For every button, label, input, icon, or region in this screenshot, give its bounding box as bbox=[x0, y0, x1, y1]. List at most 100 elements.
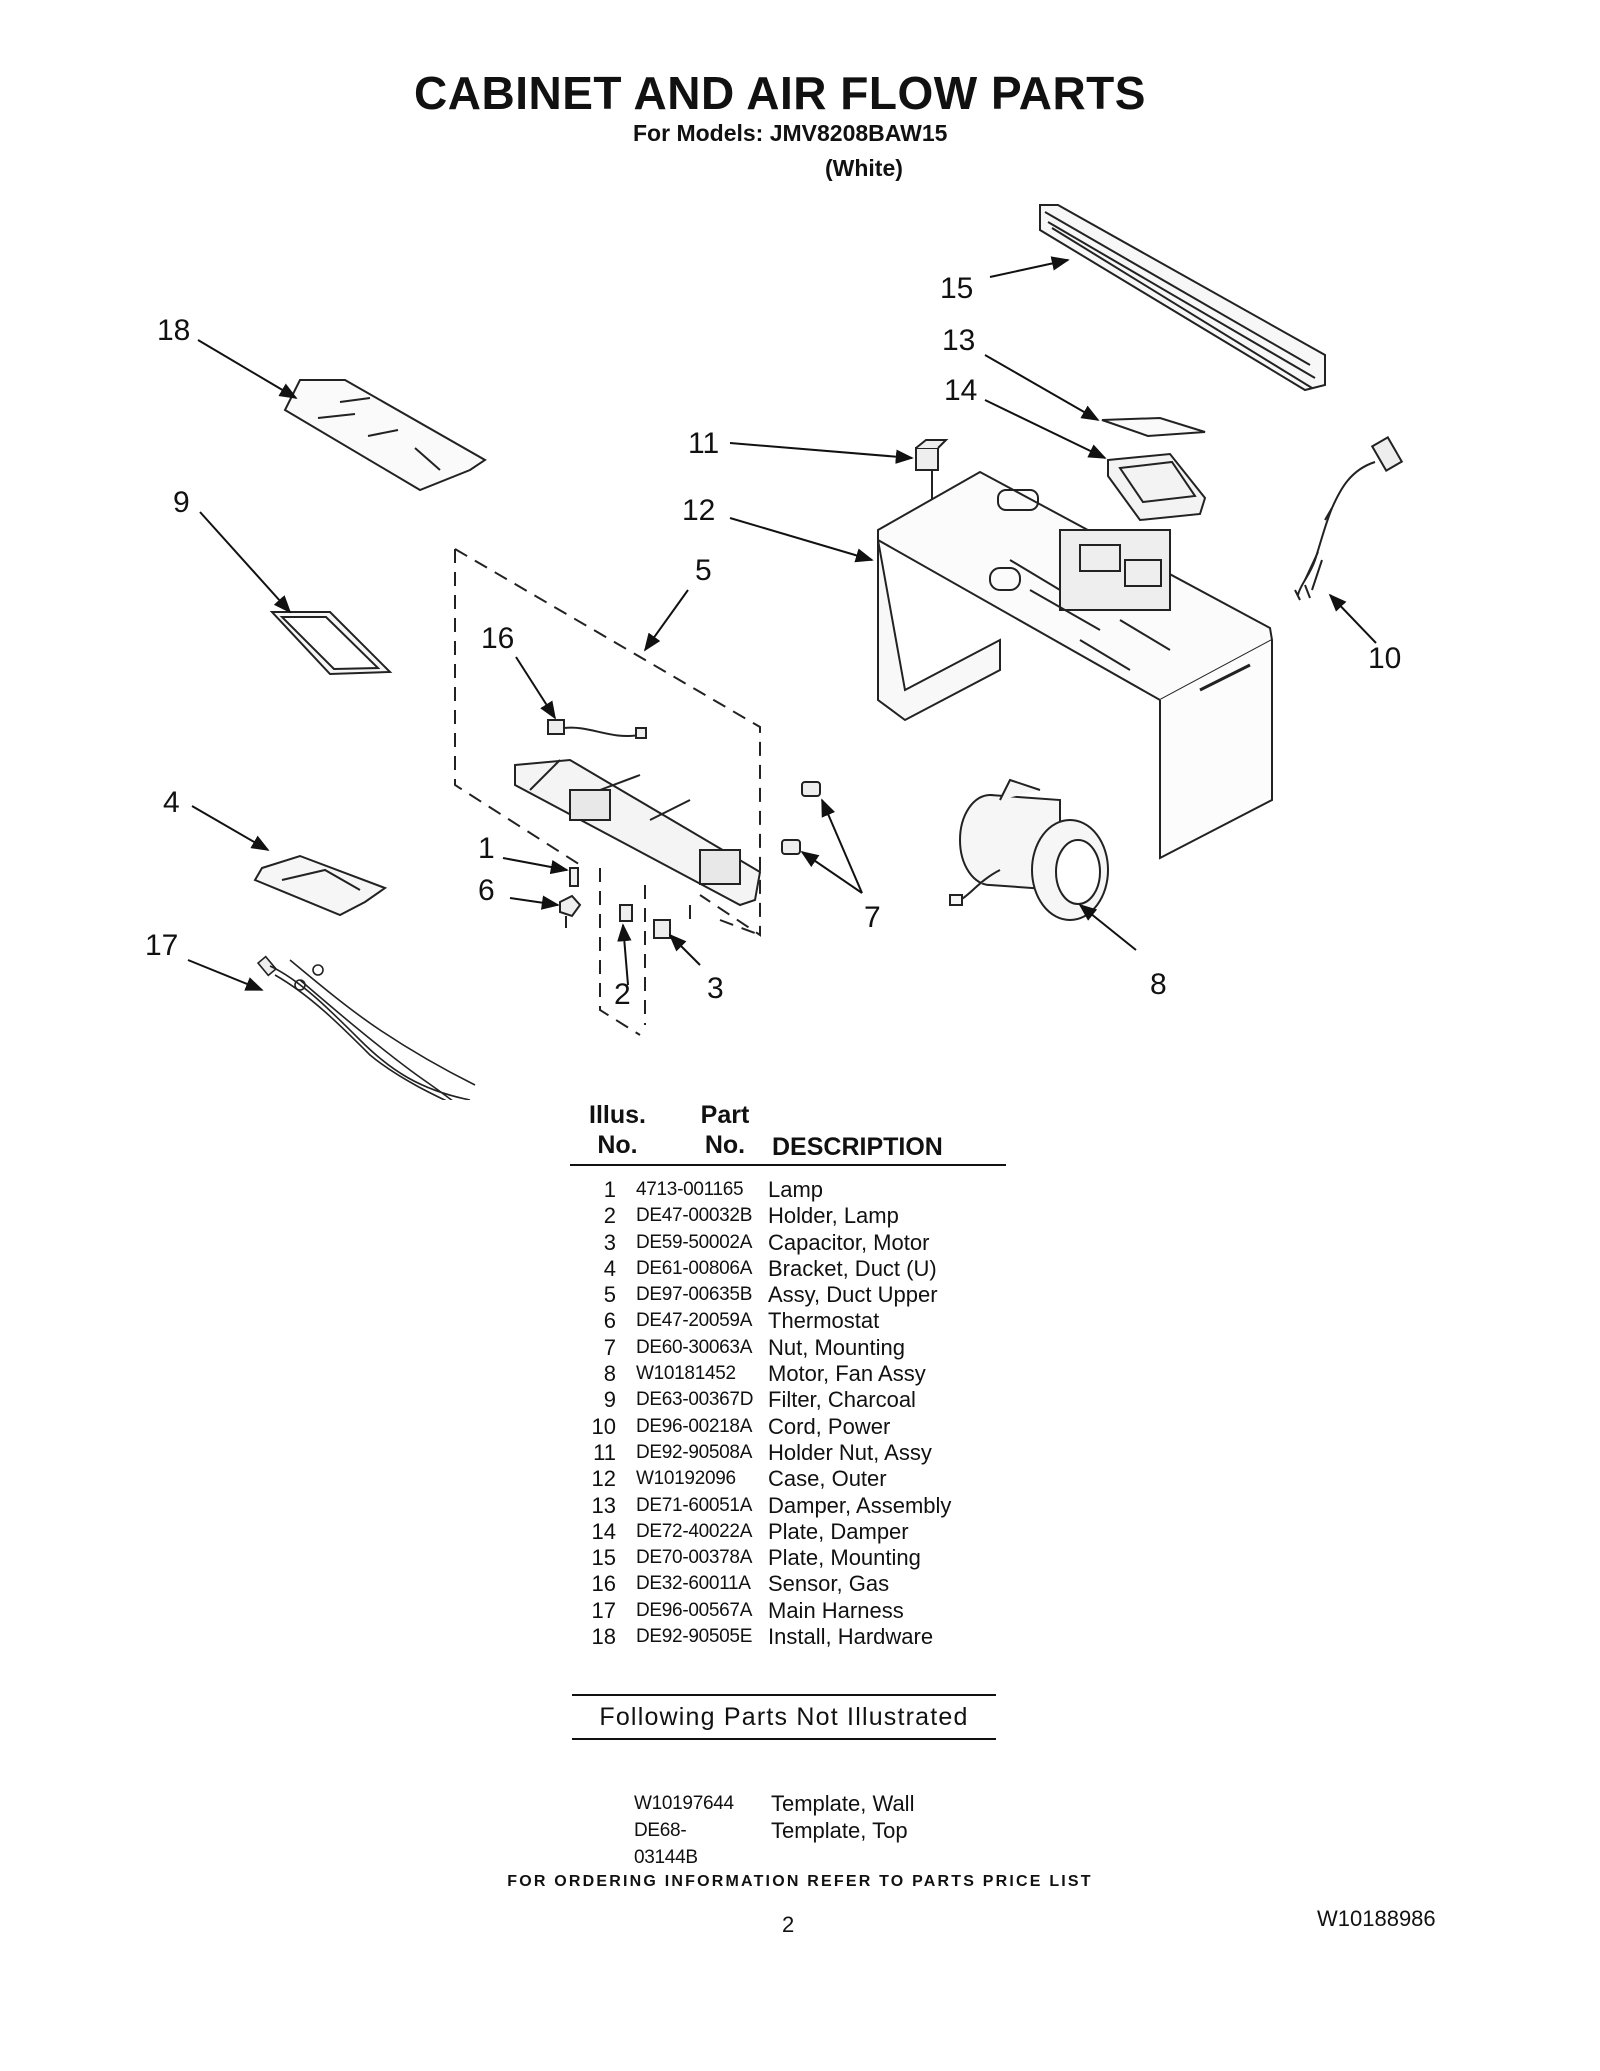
part-number: 4713-001165 bbox=[636, 1179, 744, 1200]
table-row: 5 DE97-00635B Assy, Duct Upper bbox=[570, 1282, 1030, 1308]
part-number: DE47-20059A bbox=[636, 1310, 753, 1332]
small-parts-drawing bbox=[559, 867, 671, 939]
part-description: Cord, Power bbox=[768, 1413, 891, 1439]
callout-5: 5 bbox=[695, 554, 712, 587]
table-row: 2 DE47-00032B Holder, Lamp bbox=[570, 1203, 1030, 1229]
part-description: Assy, Duct Upper bbox=[768, 1282, 938, 1308]
part-number: DE92-90508A bbox=[636, 1441, 753, 1463]
table-row: 9 DE63-00367D Filter, Charcoal bbox=[570, 1387, 1030, 1413]
part-number: DE96-00218A bbox=[636, 1415, 753, 1437]
illus-no: 7 bbox=[603, 1334, 616, 1360]
ordering-note: FOR ORDERING INFORMATION REFER TO PARTS … bbox=[507, 1873, 1093, 1890]
part-number: DE59-50002A bbox=[636, 1231, 753, 1253]
part-number: DE60-30063A bbox=[636, 1336, 753, 1358]
part-description: Template, Wall bbox=[771, 1791, 915, 1816]
illus-no: 9 bbox=[603, 1387, 616, 1413]
page-title: CABINET AND AIR FLOW PARTS bbox=[414, 67, 1146, 119]
part-description: Damper, Assembly bbox=[768, 1492, 952, 1518]
part-number: DE92-90505E bbox=[636, 1626, 753, 1648]
upper-duct-assy-outline bbox=[454, 548, 761, 1036]
part-description: Bracket, Duct (U) bbox=[768, 1255, 937, 1281]
table-row: 10 DE96-00218A Cord, Power bbox=[570, 1414, 1030, 1440]
callout-9: 9 bbox=[173, 486, 190, 519]
main-harness-drawing bbox=[256, 955, 476, 1100]
part-number: DE47-00032B bbox=[636, 1205, 753, 1227]
callout-17: 17 bbox=[145, 929, 178, 962]
part-description: Main Harness bbox=[768, 1597, 904, 1623]
illus-no: 4 bbox=[603, 1255, 616, 1281]
part-number: W10181452 bbox=[636, 1363, 736, 1385]
illus-no: 14 bbox=[591, 1518, 616, 1544]
callout-3: 3 bbox=[707, 972, 724, 1005]
callout-2: 2 bbox=[614, 978, 631, 1011]
leader-lines-7 bbox=[800, 798, 863, 894]
callout-18: 18 bbox=[157, 314, 190, 347]
power-cord-drawing bbox=[1294, 436, 1404, 601]
part-number: DE32-60011A bbox=[636, 1573, 751, 1595]
illus-no: 10 bbox=[591, 1413, 616, 1439]
part-description: Motor, Fan Assy bbox=[768, 1361, 926, 1387]
part-number: DE68-03144B bbox=[634, 1820, 698, 1868]
damper-plate-drawing bbox=[1107, 452, 1207, 522]
callout-14: 14 bbox=[944, 374, 977, 407]
callout-6: 6 bbox=[478, 874, 495, 907]
illus-no: 5 bbox=[603, 1282, 616, 1308]
illus-no: 15 bbox=[591, 1545, 616, 1571]
description-header: DESCRIPTION bbox=[772, 1133, 943, 1161]
table-row: 7 DE60-30063A Nut, Mounting bbox=[570, 1335, 1030, 1361]
table-row: 14 DE72-40022A Plate, Damper bbox=[570, 1519, 1030, 1545]
table-row: 12 W10192096 Case, Outer bbox=[570, 1466, 1030, 1492]
part-description: Plate, Damper bbox=[768, 1518, 909, 1544]
not-illustrated-heading: Following Parts Not Illustrated bbox=[572, 1694, 996, 1740]
part-description: Thermostat bbox=[768, 1308, 880, 1334]
part-description: Holder Nut, Assy bbox=[768, 1439, 932, 1465]
callout-8: 8 bbox=[1150, 968, 1167, 1001]
outer-case-drawing bbox=[877, 470, 1274, 860]
part-description: Filter, Charcoal bbox=[768, 1387, 916, 1413]
color-label: (White) bbox=[825, 155, 903, 181]
part-description: Plate, Mounting bbox=[768, 1545, 921, 1571]
illus-no: 12 bbox=[591, 1466, 616, 1492]
mounting-nuts-drawing bbox=[781, 781, 821, 855]
part-number: DE72-40022A bbox=[636, 1520, 753, 1542]
hardware-bag-drawing bbox=[283, 379, 487, 492]
callout-10: 10 bbox=[1368, 642, 1401, 675]
models-subtitle: For Models: JMV8208BAW15 bbox=[633, 120, 948, 146]
illus-no-header: Illus. No. bbox=[589, 1101, 646, 1159]
callout-4: 4 bbox=[163, 786, 180, 819]
callout-16: 16 bbox=[481, 622, 514, 655]
parts-table: 1 4713-001165 Lamp 2 DE47-00032B Holder, Lamp… bbox=[570, 1177, 1030, 1650]
callout-12: 12 bbox=[682, 494, 715, 527]
part-description: Holder, Lamp bbox=[768, 1203, 899, 1229]
leader-lines bbox=[187, 256, 1377, 991]
part-description: Lamp bbox=[768, 1177, 824, 1202]
duct-bracket-drawing bbox=[253, 854, 388, 917]
illus-no: 1 bbox=[603, 1177, 616, 1202]
exploded-parts-diagram: 15 13 14 11 12 10 18 9 5 16 4 1 6 7 2 3 … bbox=[145, 204, 1404, 1100]
illus-no: 2 bbox=[603, 1203, 616, 1229]
callout-11: 11 bbox=[688, 427, 719, 460]
part-number: W10197644 bbox=[634, 1793, 734, 1814]
part-number: W10192096 bbox=[636, 1468, 736, 1490]
illus-no: 6 bbox=[603, 1308, 616, 1334]
part-description: Nut, Mounting bbox=[768, 1334, 905, 1360]
callout-13: 13 bbox=[942, 324, 975, 357]
part-number: DE63-00367D bbox=[636, 1389, 754, 1411]
table-row: 6 DE47-20059A Thermostat bbox=[570, 1308, 1030, 1334]
part-number: DE96-00567A bbox=[636, 1599, 753, 1621]
charcoal-filter-drawing bbox=[269, 611, 393, 676]
part-number: DE70-00378A bbox=[636, 1547, 753, 1569]
fan-motor-drawing bbox=[949, 778, 1109, 921]
table-row: 15 DE70-00378A Plate, Mounting bbox=[570, 1545, 1030, 1571]
gas-sensor-drawing bbox=[547, 719, 647, 739]
part-number: DE97-00635B bbox=[636, 1284, 753, 1306]
part-description: Case, Outer bbox=[768, 1466, 887, 1492]
illus-no: 11 bbox=[593, 1439, 616, 1465]
illus-no: 13 bbox=[591, 1492, 616, 1518]
illus-no: 16 bbox=[591, 1571, 616, 1597]
